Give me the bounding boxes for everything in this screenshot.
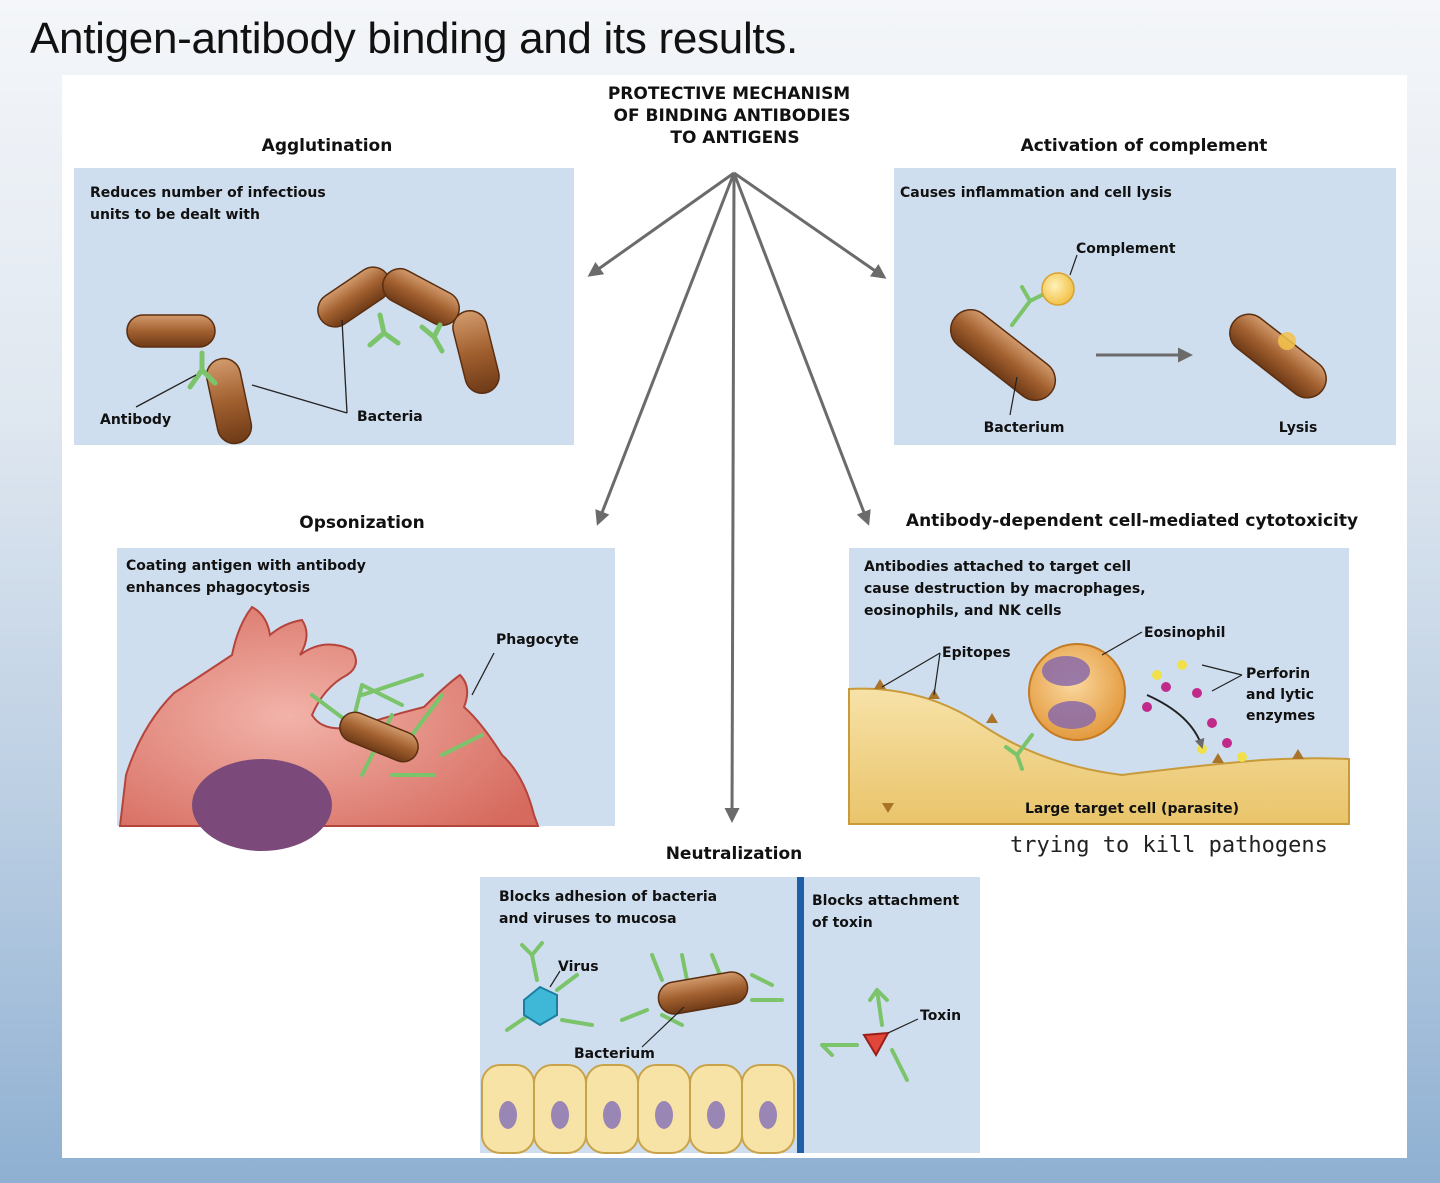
neutralization-left-line1: Blocks adhesion of bacteria [499,889,717,905]
center-heading: PROTECTIVE MECHANISM OF BINDING ANTIBODI… [608,84,857,148]
label-complement: Complement [1076,241,1176,257]
bacterium [657,971,749,1015]
neutralization-section: Neutralization Blocks adhesion of bacter… [480,844,980,1154]
neutralization-left-line2: and viruses to mucosa [499,911,677,927]
phagocyte-nucleus [192,759,332,851]
arrow-to-complement [733,171,887,279]
label-eosinophil: Eosinophil [1144,625,1225,641]
arrow-to-neutralization [724,172,740,823]
eosinophil-nucleus-lobe [1042,656,1090,686]
label-antibody: Antibody [100,412,171,428]
slide-title: Antigen-antibody binding and its results… [30,14,798,63]
label-bacterium-neutralization: Bacterium [574,1046,655,1062]
toxin-leader [887,1018,919,1034]
antibody-icon [820,988,909,1082]
label-toxin: Toxin [920,1008,961,1024]
label-perforin: Perforin and lytic enzymes [1246,666,1319,724]
center-heading-line3: TO ANTIGENS [670,128,799,148]
agglutination-heading: Agglutination [262,136,393,156]
label-bacterium: Bacterium [984,420,1065,436]
complement-panel [894,168,1396,445]
adcc-heading: Antibody-dependent cell-mediated cytotox… [906,511,1358,531]
complement-section: Activation of complement Causes inflamma… [894,136,1396,445]
adcc-desc-line1: Antibodies attached to target cell [864,559,1131,575]
phagocyte-leader [471,652,495,696]
mucosa-cells [481,1064,795,1154]
neutralization-right-line2: of toxin [812,915,873,931]
center-heading-line1: PROTECTIVE MECHANISM [608,84,850,104]
bacterium [452,309,500,395]
bacterium [126,314,216,348]
arrow-to-adcc [732,172,871,526]
label-bacteria: Bacteria [357,409,423,425]
opsonization-desc-line1: Coating antigen with antibody [126,558,366,574]
complement-leader [1069,254,1078,276]
label-lysis: Lysis [1279,420,1318,436]
bacterium [205,357,253,445]
agglutination-desc-line2: units to be dealt with [90,207,260,223]
label-target-cell: Large target cell (parasite) [1025,801,1239,817]
opsonization-description: Coating antigen with antibody enhances p… [126,558,371,596]
handwritten-note: trying to kill pathogens [1010,833,1328,858]
bacterium [949,309,1057,401]
label-epitopes: Epitopes [942,645,1011,661]
opsonization-section: Opsonization Coating antigen with antibo… [117,513,615,851]
antibody-icon [1004,733,1034,771]
perforin-line3: enzymes [1246,708,1315,724]
perforin-line2: and lytic [1246,687,1314,703]
antibody-cluster-icon [505,941,594,1032]
neutralization-left-description: Blocks adhesion of bacteria and viruses … [499,889,722,927]
arrow-to-agglutination [587,171,735,277]
agglutination-leaders [135,319,348,414]
perforin-line1: Perforin [1246,666,1310,682]
bacterium-leader [641,1006,685,1048]
bacterium [339,711,419,763]
antibody-icon [187,312,445,390]
complement-protein [1041,272,1075,306]
neutralization-right-description: Blocks attachment of toxin [812,893,964,931]
virus-icon [523,985,558,1027]
eosinophil-nucleus-lobe [1048,701,1096,729]
arrow-to-opsonization [595,172,736,526]
diagram: PROTECTIVE MECHANISM OF BINDING ANTIBODI… [74,84,1396,1154]
neutralization-right-line1: Blocks attachment [812,893,959,909]
agglutination-section: Agglutination Reduces number of infectio… [74,136,574,445]
neutralization-divider [797,877,804,1153]
bacterium-leader [1009,376,1018,416]
agglutination-desc-line1: Reduces number of infectious [90,185,326,201]
adcc-description: Antibodies attached to target cell cause… [864,559,1150,619]
adcc-leaders [881,631,1243,696]
label-virus: Virus [558,959,599,975]
agglutination-description: Reduces number of infectious units to be… [90,185,331,223]
center-heading-line2: OF BINDING ANTIBODIES [614,106,851,126]
opsonization-desc-line2: enhances phagocytosis [126,580,310,596]
central-arrows [587,171,887,823]
antibody-cluster-icon [620,953,784,1027]
adcc-section: Antibody-dependent cell-mediated cytotox… [848,511,1358,825]
neutralization-heading: Neutralization [666,844,803,864]
toxin-icon [862,1031,890,1058]
figure: PROTECTIVE MECHANISM OF BINDING ANTIBODI… [62,75,1407,1158]
label-phagocyte: Phagocyte [496,632,579,648]
lysis-pore [1278,332,1296,350]
adcc-desc-line2: cause destruction by macrophages, [864,581,1146,597]
granule-release-arrow [1146,694,1205,749]
virus-leader [549,970,561,988]
complement-description: Causes inflammation and cell lysis [900,185,1172,201]
opsonization-heading: Opsonization [299,513,424,533]
complement-heading: Activation of complement [1021,136,1268,156]
adcc-desc-line3: eosinophils, and NK cells [864,603,1061,619]
